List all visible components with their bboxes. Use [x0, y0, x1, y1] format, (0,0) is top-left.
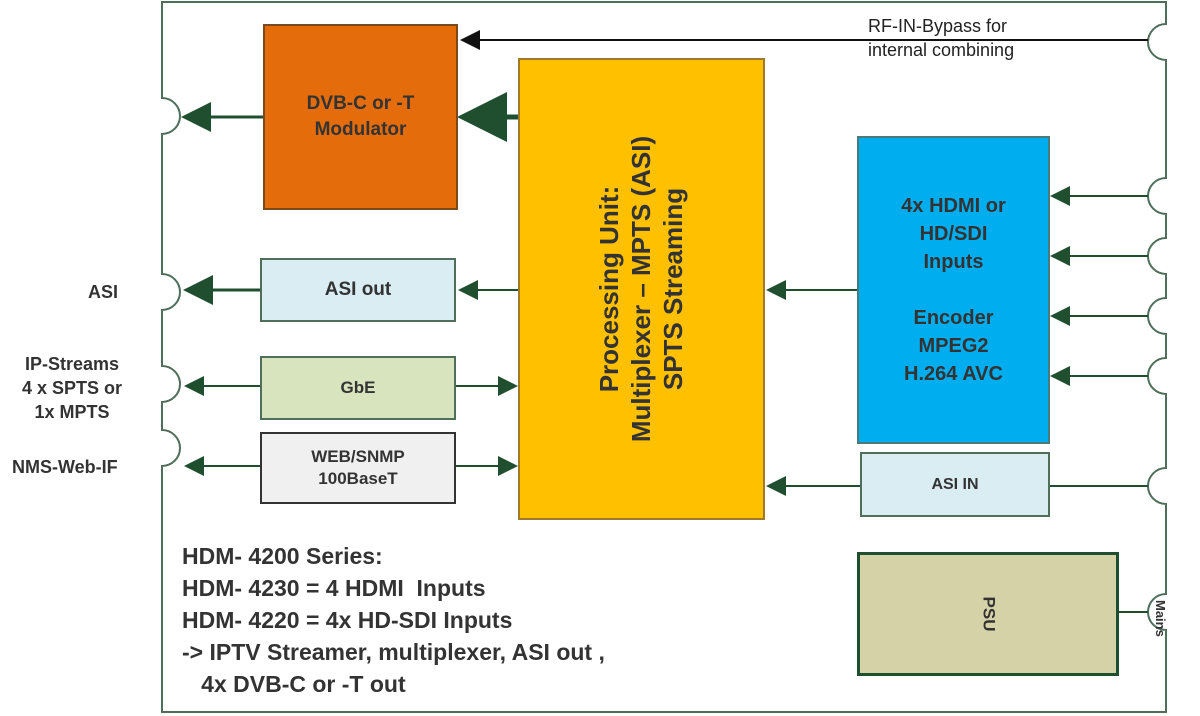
- processing-unit-block: Processing Unit: Multiplexer – MPTS (ASI…: [518, 58, 765, 520]
- encoder-line3: Inputs: [923, 251, 984, 273]
- modulator-line2: Modulator: [314, 119, 407, 140]
- asi-in-label: ASI IN: [931, 475, 979, 493]
- rf-bypass-line1: RF-IN-Bypass for: [868, 16, 1008, 36]
- gbe-label: GbE: [340, 378, 376, 397]
- web-snmp-line1: WEB/SNMP: [311, 447, 405, 466]
- series-line3: HDM- 4220 = 4x HD-SDI Inputs: [182, 607, 513, 633]
- psu-block: PSU: [857, 552, 1119, 676]
- web-snmp-line2: 100BaseT: [318, 469, 398, 488]
- mains-label: Mains: [1153, 600, 1168, 637]
- web-snmp-block: WEB/SNMP 100BaseT: [260, 432, 456, 504]
- encoder-block: 4x HDMI or HD/SDI Inputs Encoder MPEG2 H…: [857, 136, 1050, 444]
- rf-bypass-line2: internal combining: [868, 40, 1015, 60]
- encoder-line5: MPEG2: [918, 335, 989, 357]
- psu-label: PSU: [979, 596, 998, 632]
- asi-side-label: ASI: [88, 282, 119, 302]
- rf-bypass-label: RF-IN-Bypass for internal combining: [868, 14, 1014, 62]
- encoder-line6: H.264 AVC: [904, 363, 1003, 385]
- asi-out-label: ASI out: [324, 279, 392, 300]
- nms-side-label: NMS-Web-IF: [12, 457, 118, 477]
- gbe-block: GbE: [260, 356, 456, 420]
- series-line4: -> IPTV Streamer, multiplexer, ASI out ,: [182, 639, 605, 665]
- enclosure-outline: [161, 1, 1167, 713]
- processing-line3: SPTS Streaming: [658, 187, 689, 391]
- ip-streams-line2: 4 x SPTS or: [22, 378, 123, 398]
- encoder-line2: HD/SDI: [919, 223, 988, 245]
- asi-in-block: ASI IN: [860, 452, 1050, 517]
- ip-streams-line1: IP-Streams: [25, 354, 120, 374]
- series-line1: HDM- 4200 Series:: [182, 543, 383, 569]
- modulator-line1: DVB-C or -T: [306, 93, 415, 114]
- ip-streams-line3: 1x MPTS: [34, 402, 110, 422]
- asi-out-block: ASI out: [260, 258, 456, 322]
- ip-streams-side-label: IP-Streams 4 x SPTS or 1x MPTS: [22, 352, 122, 424]
- series-description: HDM- 4200 Series: HDM- 4230 = 4 HDMI Inp…: [182, 540, 605, 700]
- series-line5: 4x DVB-C or -T out: [182, 671, 406, 697]
- encoder-line1: 4x HDMI or: [901, 195, 1006, 217]
- processing-line2: Multiplexer – MPTS (ASI): [626, 135, 657, 443]
- processing-line1: Processing Unit:: [594, 185, 625, 393]
- modulator-block: DVB-C or -T Modulator: [263, 24, 458, 210]
- series-line2: HDM- 4230 = 4 HDMI Inputs: [182, 575, 486, 601]
- encoder-line4: Encoder: [913, 307, 994, 329]
